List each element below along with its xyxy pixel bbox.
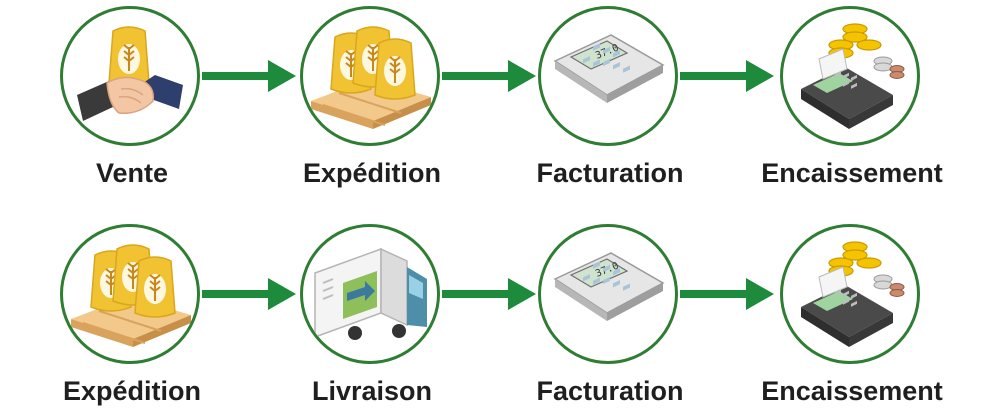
step-expedition: Expédition (42, 218, 222, 418)
flow-arrow (442, 274, 538, 314)
step-label: Expédition (302, 158, 441, 188)
step-label: Encaissement (761, 158, 943, 188)
delivery-truck-icon (314, 247, 427, 340)
step-vente: Vente (42, 0, 222, 200)
flow-arrow (680, 56, 776, 96)
pallet-sacks-icon (70, 244, 192, 348)
handshake-sacks-icon (77, 26, 183, 121)
flow-arrow (680, 274, 776, 314)
step-label: Expédition (62, 376, 201, 406)
step-icon-circle: 37.0 (538, 6, 678, 146)
step-facturation: 37.0 Facturation (520, 218, 700, 418)
pallet-sacks-icon (310, 26, 432, 130)
step-label: Livraison (311, 376, 433, 406)
step-icon-circle (780, 6, 920, 146)
flow-arrow (442, 56, 538, 96)
calculator-icon: 37.0 (553, 34, 665, 103)
step-icon-circle (60, 6, 200, 146)
process-row-1: Vente Expédition 37.0 (0, 0, 1000, 200)
step-label: Encaissement (761, 376, 943, 406)
calculator-icon: 37.0 (553, 252, 665, 321)
payment-terminal-coins-icon (801, 241, 905, 347)
step-encaissement: Encaissement (761, 0, 943, 200)
flow-arrow (202, 56, 298, 96)
flow-arrow (202, 274, 298, 314)
process-row-2: Expédition Livraison (0, 218, 1000, 418)
step-icon-circle (300, 6, 440, 146)
step-facturation: 37.0 Facturation (520, 0, 700, 200)
step-livraison: Livraison (282, 218, 462, 418)
step-icon-circle (300, 224, 440, 364)
step-label: Facturation (536, 158, 684, 188)
step-label: Vente (95, 158, 169, 188)
step-icon-circle (780, 224, 920, 364)
step-label: Facturation (536, 376, 684, 406)
step-icon-circle (60, 224, 200, 364)
step-icon-circle: 37.0 (538, 224, 678, 364)
payment-terminal-coins-icon (801, 23, 905, 129)
step-expedition: Expédition (282, 0, 462, 200)
step-encaissement: Encaissement (761, 218, 943, 418)
